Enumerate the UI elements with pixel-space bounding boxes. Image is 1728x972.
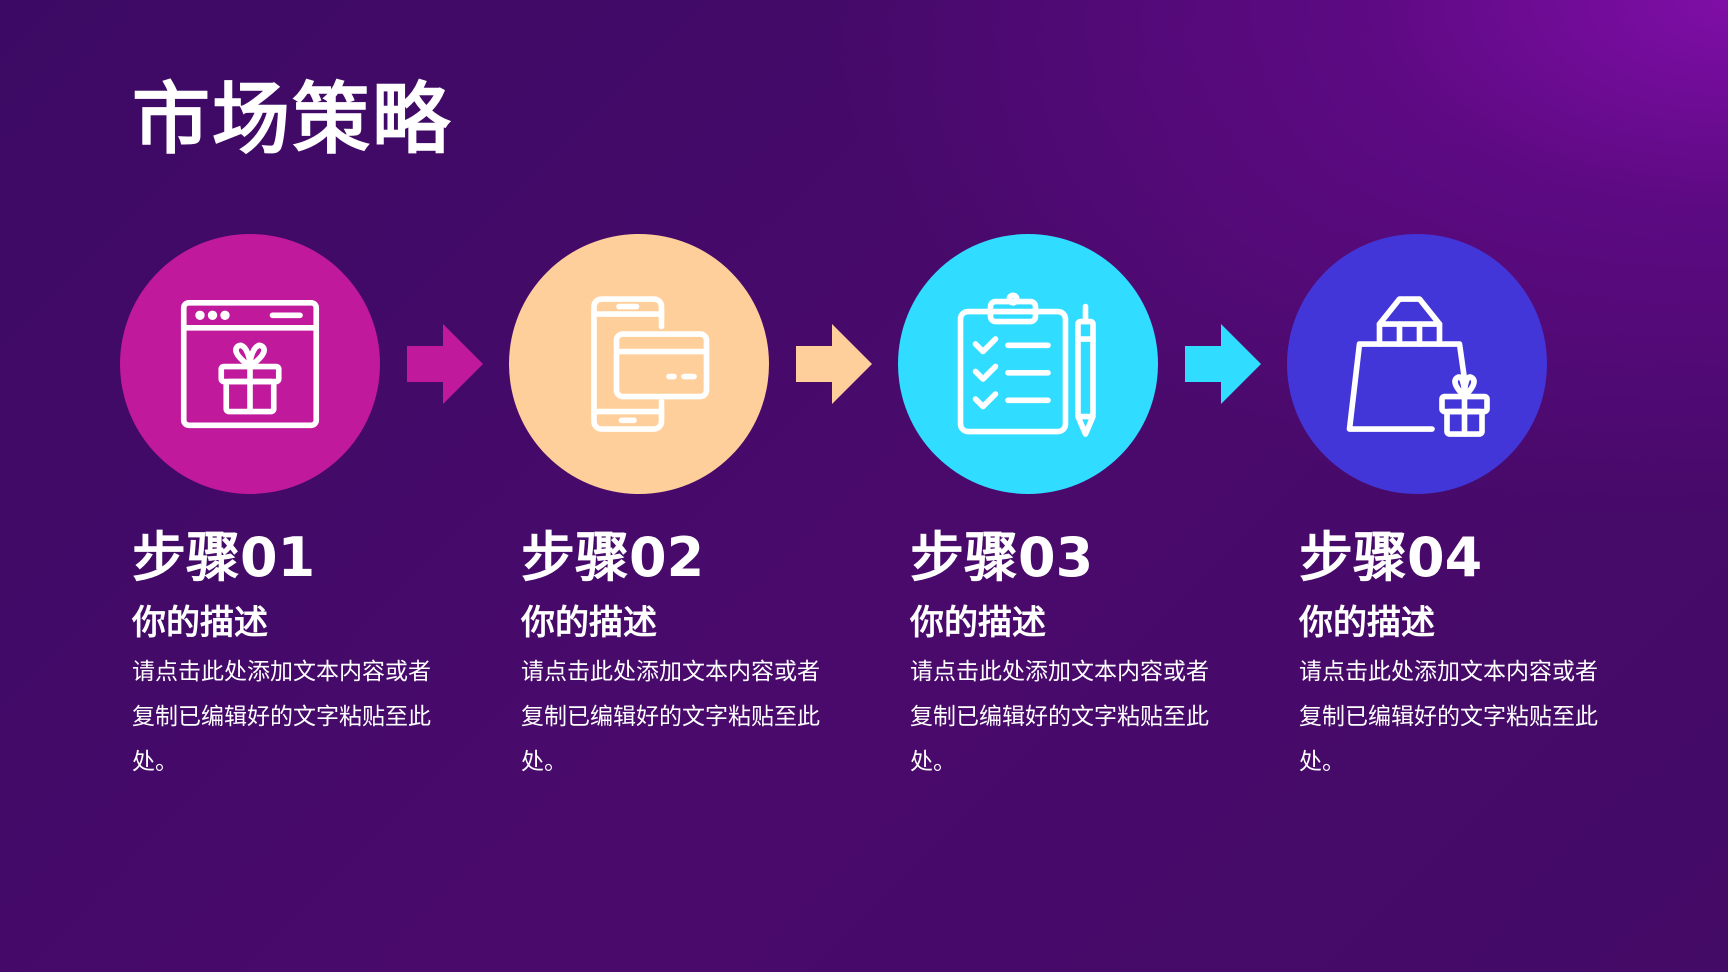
step-subtitle: 你的描述 <box>910 603 1046 643</box>
arrow-right-icon <box>796 324 872 404</box>
shopping-bag-gift-icon <box>1346 296 1490 437</box>
step-3-circle <box>898 234 1158 494</box>
step-title: 步骤03 <box>910 526 1094 589</box>
step-subtitle: 你的描述 <box>521 603 657 643</box>
step-1-circle <box>120 234 380 494</box>
step-body-text[interactable]: 请点击此处添加文本内容或者复制已编辑好的文字粘贴至此处。 <box>132 659 431 775</box>
step-subtitle: 你的描述 <box>1299 603 1435 643</box>
step-body-text[interactable]: 请点击此处添加文本内容或者复制已编辑好的文字粘贴至此处。 <box>910 659 1209 775</box>
slide-title: 市场策略 <box>132 75 453 165</box>
step-1: 步骤01 你的描述 请点击此处添加文本内容或者复制已编辑好的文字粘贴至此处。 <box>132 522 452 785</box>
arrow-right-icon <box>1185 324 1261 404</box>
step-2: 步骤02 你的描述 请点击此处添加文本内容或者复制已编辑好的文字粘贴至此处。 <box>521 522 841 785</box>
step-title: 步骤04 <box>1299 526 1483 589</box>
step-subtitle: 你的描述 <box>132 603 268 643</box>
browser-gift-icon <box>180 299 320 429</box>
step-4: 步骤04 你的描述 请点击此处添加文本内容或者复制已编辑好的文字粘贴至此处。 <box>1299 522 1619 785</box>
arrow-right-icon <box>407 324 483 404</box>
phone-card-icon <box>591 296 710 432</box>
step-title: 步骤02 <box>521 526 705 589</box>
step-3: 步骤03 你的描述 请点击此处添加文本内容或者复制已编辑好的文字粘贴至此处。 <box>910 522 1230 785</box>
clipboard-checklist-icon <box>957 292 1096 437</box>
step-2-circle <box>509 234 769 494</box>
step-body-text[interactable]: 请点击此处添加文本内容或者复制已编辑好的文字粘贴至此处。 <box>521 659 820 775</box>
step-title: 步骤01 <box>132 526 316 589</box>
step-body-text[interactable]: 请点击此处添加文本内容或者复制已编辑好的文字粘贴至此处。 <box>1299 659 1598 775</box>
step-4-circle <box>1287 234 1547 494</box>
